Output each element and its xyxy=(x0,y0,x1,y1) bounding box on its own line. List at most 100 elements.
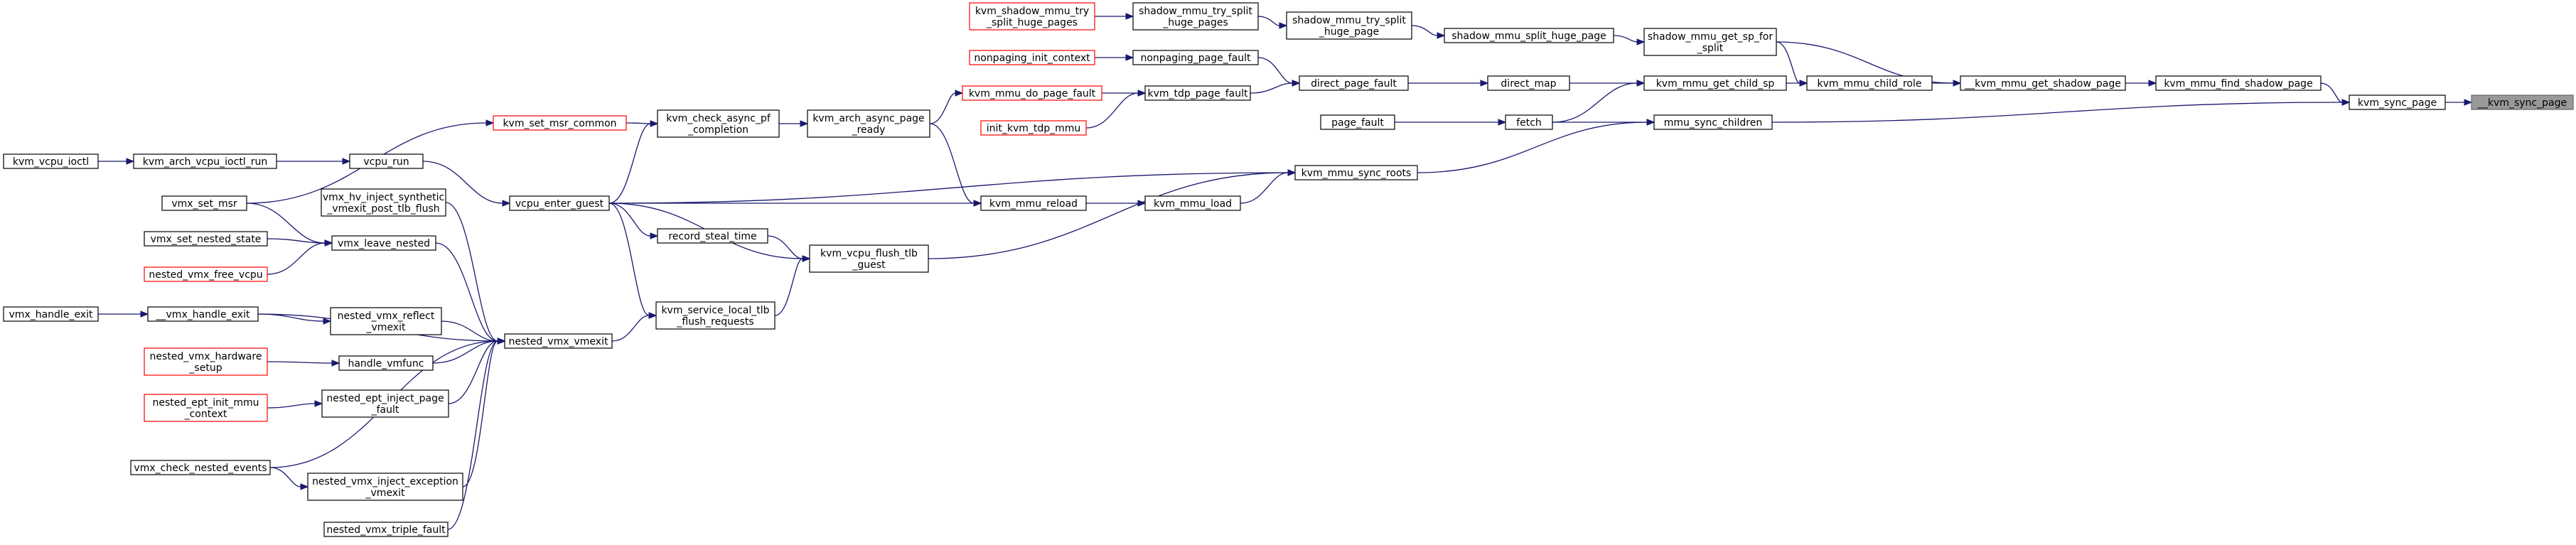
node-box xyxy=(1444,28,1614,43)
graph-node-kvm-mmu-get-child-sp[interactable]: kvm_mmu_get_child_sp xyxy=(1643,75,1787,91)
graph-node-kvm-vcpu-flush-tlb-guest[interactable]: kvm_vcpu_flush_tlb_guest xyxy=(809,244,929,273)
node-box xyxy=(655,301,776,330)
graph-edge-kvm-arch-vcpu-ioctl-run-to-vcpu-run xyxy=(276,158,351,165)
node-box xyxy=(1144,195,1241,211)
graph-node-kvm-mmu-reload[interactable]: kvm_mmu_reload xyxy=(980,195,1087,211)
graph-node-vmx-set-nested-state[interactable]: vmx_set_nested_state xyxy=(144,231,268,247)
graph-node-kvm-arch-async-page-ready[interactable]: kvm_arch_async_page_ready xyxy=(807,109,930,138)
graph-node-shadow-mmu-try-split-huge-pages[interactable]: shadow_mmu_try_split_huge_pages xyxy=(1132,2,1259,31)
node-label: _split_huge_pages xyxy=(986,17,1078,28)
graph-node-nonpaging-init-context[interactable]: nonpaging_init_context xyxy=(969,50,1095,65)
graph-node-vcpu-run[interactable]: vcpu_run xyxy=(349,153,424,169)
node-box xyxy=(330,307,442,335)
graph-node-nested-vmx-hardware-setup[interactable]: nested_vmx_hardware_setup xyxy=(144,347,268,376)
node-box xyxy=(980,120,1087,136)
graph-node-vmx-check-nested-events[interactable]: vmx_check_nested_events xyxy=(130,460,271,475)
graph-node-kvm-set-msr-common[interactable]: kvm_set_msr_common xyxy=(493,115,627,131)
graph-node-nested-ept-inject-page-fault[interactable]: nested_ept_inject_page_fault xyxy=(321,389,449,418)
node-label: kvm_mmu_find_shadow_page xyxy=(2164,78,2312,90)
node-label: nested_ept_inject_page xyxy=(326,393,444,404)
graph-node-root[interactable]: __kvm_sync_page xyxy=(2471,95,2574,110)
graph-node-vmx-set-msr[interactable]: vmx_set_msr xyxy=(161,195,247,211)
graph-edge-shadow-mmu-try-split-huge-pages-to-shadow-mmu-try-split-huge-page xyxy=(1257,16,1288,29)
graph-node-nested-vmx-vmexit[interactable]: nested_vmx_vmexit xyxy=(504,333,613,349)
graph-node-shadow-mmu-get-sp-for-split[interactable]: shadow_mmu_get_sp_for_split xyxy=(1643,28,1777,56)
graph-node-kvm-shadow-mmu-try-split-huge-pages[interactable]: kvm_shadow_mmu_try_split_huge_pages xyxy=(969,2,1095,31)
graph-node-vmx-handle-exit[interactable]: __vmx_handle_exit xyxy=(147,306,259,322)
node-label: kvm_mmu_get_child_sp xyxy=(1656,78,1775,90)
graph-edge-kvm-tdp-page-fault-to-direct-page-fault xyxy=(1250,80,1301,94)
graph-node-page-fault[interactable]: page_fault xyxy=(1320,114,1395,130)
graph-node-handle-vmfunc[interactable]: handle_vmfunc xyxy=(338,355,434,371)
node-label: shadow_mmu_split_huge_page xyxy=(1451,31,1606,42)
graph-edge-kvm-mmu-sync-roots-to-mmu-sync-children xyxy=(1417,119,1655,173)
node-label: _ready xyxy=(852,124,886,136)
node-box xyxy=(1653,114,1773,130)
graph-node-kvm-mmu-get-shadow-page[interactable]: __kvm_mmu_get_shadow_page xyxy=(1960,75,2126,91)
graph-node-kvm-check-async-pf-completion[interactable]: kvm_check_async_pf_completion xyxy=(657,109,780,138)
graph-edge-nested-vmx-inject-exception-vmexit-to-nested-vmx-vmexit xyxy=(462,338,506,487)
graph-node-kvm-tdp-page-fault[interactable]: kvm_tdp_page_fault xyxy=(1144,85,1251,101)
graph-node-nonpaging-page-fault[interactable]: nonpaging_page_fault xyxy=(1132,50,1259,65)
graph-node-nested-vmx-triple-fault[interactable]: nested_vmx_triple_fault xyxy=(323,522,449,537)
graph-node-nested-vmx-reflect-vmexit[interactable]: nested_vmx_reflect_vmexit xyxy=(330,307,442,335)
graph-node-nested-vmx-inject-exception-vmexit[interactable]: nested_vmx_inject_exception_vmexit xyxy=(307,473,463,501)
graph-edge-vcpu-run-to-vcpu-enter-guest xyxy=(422,161,511,207)
graph-node-kvm-mmu-find-shadow-page[interactable]: kvm_mmu_find_shadow_page xyxy=(2155,75,2322,91)
graph-edge-kvm-mmu-get-shadow-page-to-kvm-mmu-find-shadow-page xyxy=(2125,80,2157,87)
graph-edge-fetch-to-kvm-mmu-get-child-sp xyxy=(1552,80,1646,123)
node-box xyxy=(657,109,780,138)
graph-edge-vcpu-enter-guest-to-kvm-check-async-pf-completion xyxy=(608,120,659,204)
graph-edge-kvm-arch-async-page-ready-to-kvm-mmu-reload xyxy=(929,123,982,207)
node-label: _setup xyxy=(188,362,222,374)
node-label: kvm_check_async_pf xyxy=(666,113,771,124)
graph-node-vmx-leave-nested[interactable]: vmx_leave_nested xyxy=(331,235,436,251)
graph-node-kvm-mmu-load[interactable]: kvm_mmu_load xyxy=(1144,195,1241,211)
graph-node-vmx-hv-inject-synthetic-vmexit-post-tlb-flush[interactable]: vmx_hv_inject_synthetic_vmexit_post_tlb_… xyxy=(321,188,446,217)
graph-edge-vmx-leave-nested-to-nested-vmx-vmexit xyxy=(435,242,506,345)
node-box xyxy=(969,50,1095,65)
node-label: kvm_mmu_do_page_fault xyxy=(969,88,1096,99)
graph-node-shadow-mmu-split-huge-page[interactable]: shadow_mmu_split_huge_page xyxy=(1444,28,1614,43)
graph-node-vcpu-enter-guest[interactable]: vcpu_enter_guest xyxy=(509,195,610,211)
node-label: __vmx_handle_exit xyxy=(156,309,250,320)
graph-edge-vmx-check-nested-events-to-nested-vmx-inject-exception-vmexit xyxy=(269,467,309,490)
node-label: nested_vmx_reflect xyxy=(338,311,435,322)
graph-node-kvm-service-local-tlb-flush-requests[interactable]: kvm_service_local_tlb_flush_requests xyxy=(655,301,776,330)
nodes-layer: __kvm_sync_page kvm_sync_page kvm_mmu_find… xyxy=(3,2,2574,537)
node-label: kvm_mmu_child_role xyxy=(1818,78,1922,90)
node-label: nested_ept_init_mmu xyxy=(152,397,259,409)
node-label: fetch xyxy=(1516,117,1542,129)
node-box xyxy=(307,473,463,501)
node-label: kvm_sync_page xyxy=(2358,97,2437,109)
graph-edge-kvm-service-local-tlb-flush-requests-to-kvm-vcpu-flush-tlb-guest xyxy=(774,255,811,316)
graph-node-kvm-sync-page[interactable]: kvm_sync_page xyxy=(2349,95,2446,110)
node-label: _vmexit_post_tlb_flush xyxy=(326,203,439,215)
node-label: nested_vmx_vmexit xyxy=(509,336,608,347)
graph-edge-kvm-check-async-pf-completion-to-kvm-arch-async-page-ready xyxy=(779,120,809,127)
graph-node-kvm-mmu-child-role[interactable]: kvm_mmu_child_role xyxy=(1806,75,1933,91)
graph-edge-nested-ept-inject-page-fault-to-nested-vmx-vmexit xyxy=(448,338,506,404)
graph-node-shadow-mmu-try-split-huge-page[interactable]: shadow_mmu_try_split_huge_page xyxy=(1286,11,1412,40)
graph-node-kvm-mmu-do-page-fault[interactable]: kvm_mmu_do_page_fault xyxy=(962,85,1102,101)
graph-node-kvm-arch-vcpu-ioctl-run[interactable]: kvm_arch_vcpu_ioctl_run xyxy=(133,153,277,169)
graph-node-kvm-mmu-sync-roots[interactable]: kvm_mmu_sync_roots xyxy=(1294,165,1418,180)
graph-node-mmu-sync-children[interactable]: mmu_sync_children xyxy=(1653,114,1773,130)
graph-node-direct-map[interactable]: direct_map xyxy=(1487,75,1570,91)
node-label: kvm_mmu_sync_roots xyxy=(1302,168,1412,179)
graph-node-fetch[interactable]: fetch xyxy=(1505,114,1553,130)
graph-node-init-kvm-tdp-mmu[interactable]: init_kvm_tdp_mmu xyxy=(980,120,1087,136)
graph-node-direct-page-fault[interactable]: direct_page_fault xyxy=(1299,75,1409,91)
node-label: _huge_page xyxy=(1319,26,1379,38)
graph-edge-vmx-set-nested-state-to-vmx-leave-nested xyxy=(267,238,333,247)
graph-node-kvm-vcpu-ioctl[interactable]: kvm_vcpu_ioctl xyxy=(3,153,99,169)
graph-node-record-steal-time[interactable]: record_steal_time xyxy=(657,228,768,244)
graph-edge-init-kvm-tdp-mmu-to-kvm-tdp-page-fault xyxy=(1085,90,1147,129)
graph-node-nested-vmx-free-vcpu[interactable]: nested_vmx_free_vcpu xyxy=(144,266,268,282)
node-box xyxy=(1505,114,1553,130)
graph-edge-kvm-vcpu-flush-tlb-guest-to-kvm-mmu-sync-roots xyxy=(928,169,1297,259)
node-box xyxy=(1286,11,1412,40)
graph-node-nested-ept-init-mmu-context[interactable]: nested_ept_init_mmu_context xyxy=(144,394,268,422)
graph-node-vmx-handle-exit[interactable]: vmx_handle_exit xyxy=(3,306,99,322)
